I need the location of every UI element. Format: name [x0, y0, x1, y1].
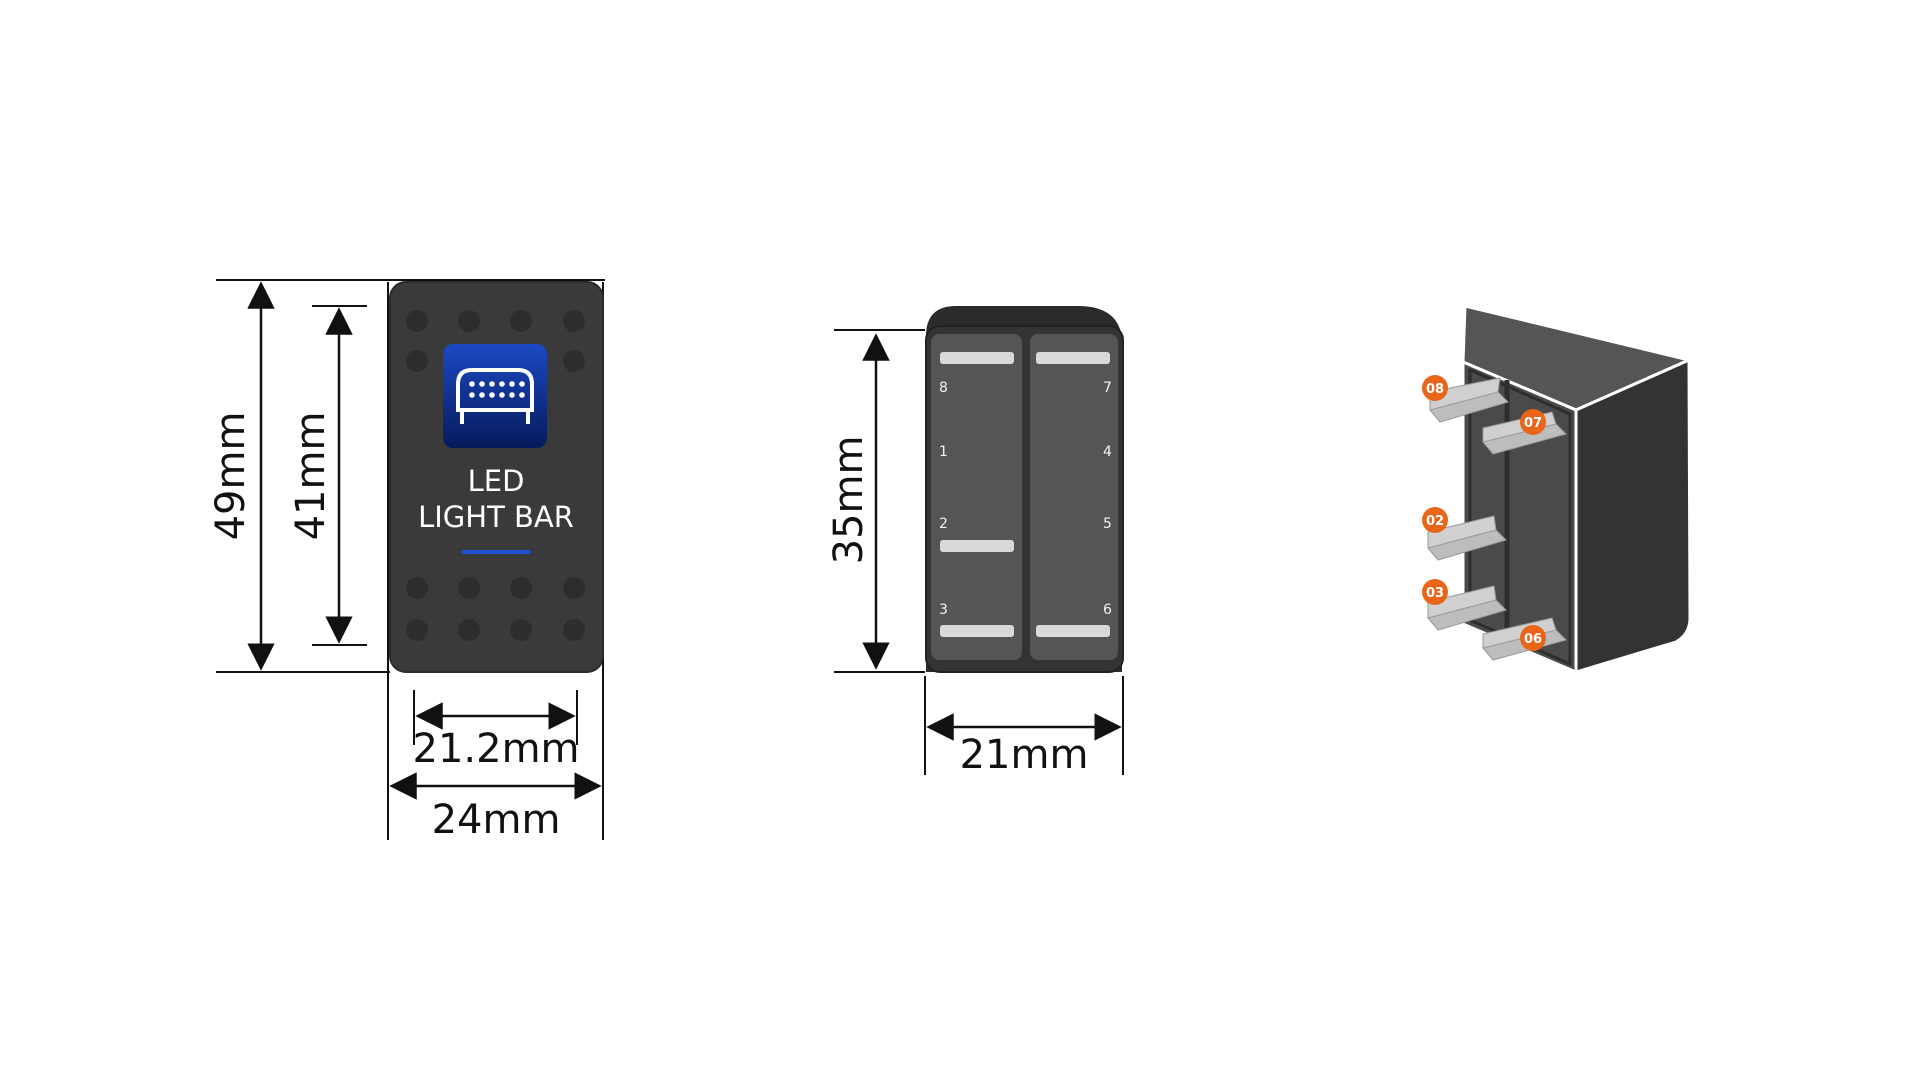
width-outer-label: 24mm: [432, 797, 561, 843]
back-right-panel: [1030, 334, 1118, 660]
pin-label-1: 1: [939, 444, 948, 460]
back-height-label: 35mm: [826, 436, 872, 565]
back-view: 35mm 21mm 8 1 2 3 7 4 5 6: [826, 306, 1124, 778]
height-outer-label: 49mm: [208, 412, 254, 541]
3d-badge-08: 08: [1422, 375, 1448, 401]
svg-text:07: 07: [1524, 416, 1542, 431]
svg-text:03: 03: [1426, 586, 1444, 601]
pin-label-2: 2: [939, 516, 948, 532]
svg-text:06: 06: [1524, 632, 1542, 647]
led-light-bar-icon: [443, 344, 547, 448]
terminals: [940, 352, 1110, 637]
texture-dots: [406, 310, 585, 641]
width-inner-label: 21.2mm: [413, 726, 580, 772]
cube-right-face: [1574, 357, 1692, 675]
3d-badge-02: 02: [1422, 507, 1448, 533]
pin-label-6: 6: [1103, 602, 1112, 618]
switch-label-line2: LIGHT BAR: [418, 500, 574, 534]
pin-label-3: 3: [939, 602, 948, 618]
3d-badge-03: 03: [1422, 579, 1448, 605]
svg-text:02: 02: [1426, 514, 1444, 529]
front-view: 49mm 41mm 21.2mm 24mm: [208, 279, 605, 843]
switch-3d-view: 08 07 02 03 06: [1422, 304, 1694, 675]
pin-label-7: 7: [1103, 380, 1112, 396]
3d-badge-06: 06: [1520, 625, 1546, 651]
pin-label-8: 8: [939, 380, 948, 396]
indicator-bar: [461, 550, 531, 554]
pin-label-4: 4: [1103, 444, 1112, 460]
svg-text:08: 08: [1426, 382, 1444, 397]
back-width-label: 21mm: [960, 732, 1089, 778]
switch-label-line1: LED: [468, 464, 525, 498]
height-inner-label: 41mm: [288, 412, 334, 541]
3d-badge-07: 07: [1520, 409, 1546, 435]
pin-label-5: 5: [1103, 516, 1112, 532]
back-left-panel: [931, 334, 1022, 660]
